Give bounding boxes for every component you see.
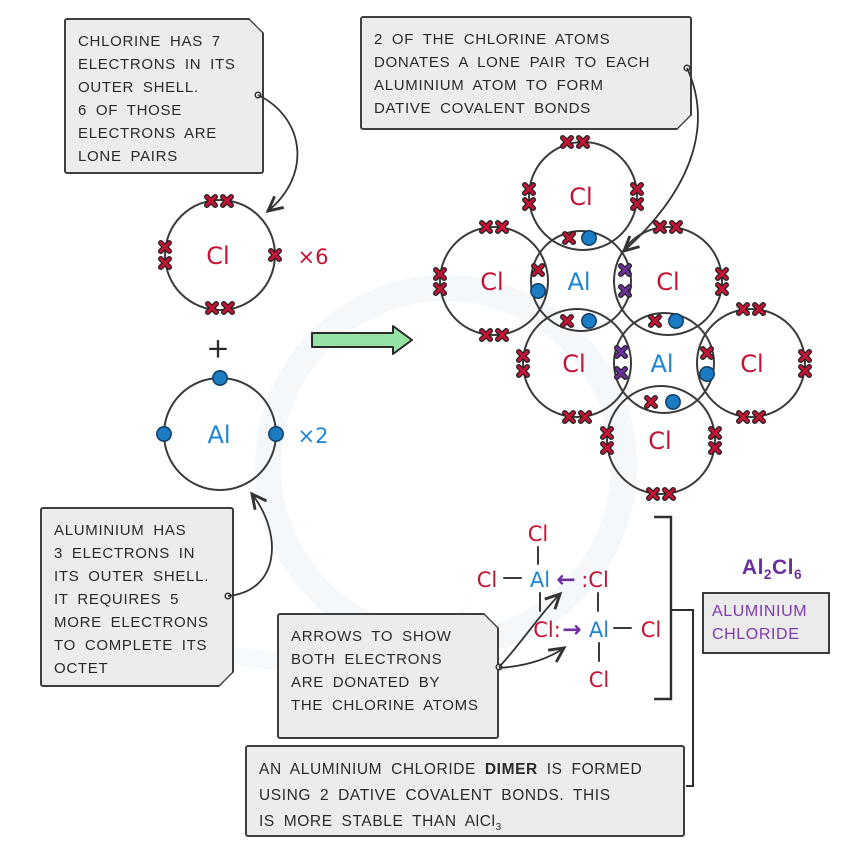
electron-x <box>711 429 719 437</box>
electron-x <box>525 200 533 208</box>
dative-electron-x <box>621 266 629 274</box>
callout-aluminium-text: ALUMINIUM HAS 3 ELECTRONS IN ITS OUTER S… <box>54 522 210 677</box>
electron-x <box>801 367 809 375</box>
electron-x <box>223 197 231 205</box>
electron-x <box>755 305 763 313</box>
plus-sign: + <box>206 332 229 365</box>
bond-electron-x <box>647 398 655 406</box>
electron-x <box>739 413 747 421</box>
electron-x <box>755 413 763 421</box>
bond-electron-x <box>534 266 542 274</box>
bond-electron-dot <box>581 230 597 246</box>
callout-arrows-info: ARROWS TO SHOW BOTH ELECTRONS ARE DONATE… <box>277 613 499 739</box>
dimer-text: IS MORE STABLE THAN <box>259 813 457 830</box>
electron-x <box>718 270 726 278</box>
product-name-line: CHLORIDE <box>712 626 800 643</box>
electron-x <box>224 304 232 312</box>
alcl3-formula: AlCl3 <box>464 813 502 834</box>
cluster-atom-label: Al <box>567 268 590 296</box>
dative-electron-x <box>617 348 625 356</box>
formula-atom: Cl <box>589 668 610 692</box>
bond-electron-x <box>651 317 659 325</box>
electron-x <box>672 223 680 231</box>
electron-x <box>161 243 169 251</box>
bond-electron-x <box>565 234 573 242</box>
reactant-chlorine-symbol: Cl <box>206 242 229 270</box>
callout-donation-text: 2 OF THE CHLORINE ATOMS DONATES A LONE P… <box>374 31 651 117</box>
callout-chlorine-text: CHLORINE HAS 7 ELECTRONS IN ITS OUTER SH… <box>78 33 236 165</box>
callout-donation-info: 2 OF THE CHLORINE ATOMS DONATES A LONE P… <box>360 16 692 130</box>
dimer-text: AN ALUMINIUM CHLORIDE <box>259 761 476 778</box>
bond-electron-dot <box>581 313 597 329</box>
cluster-atom-label: Al <box>650 350 673 378</box>
cluster-atom-label: Cl <box>656 268 679 296</box>
electron-x <box>498 223 506 231</box>
bond-electron-dot <box>699 366 715 382</box>
electron-x <box>525 185 533 193</box>
electron-x <box>207 197 215 205</box>
chlorine-multiplier: ×6 <box>298 245 329 269</box>
callout-dimer-info: AN ALUMINIUM CHLORIDE DIMER IS FORMED US… <box>245 745 685 837</box>
electron-x <box>656 223 664 231</box>
electron-x <box>711 444 719 452</box>
formula-bracket <box>654 515 673 701</box>
aluminium-chloride-label: ALUMINIUM CHLORIDE <box>702 592 830 654</box>
callout-arrows-text: ARROWS TO SHOW BOTH ELECTRONS ARE DONATE… <box>291 628 479 714</box>
cluster-atom-label: Cl <box>740 350 763 378</box>
cluster-atom-label: Cl <box>569 183 592 211</box>
dimer-line-2: USING 2 DATIVE COVALENT BONDS. THIS <box>259 787 611 804</box>
bond-electron-dot <box>665 394 681 410</box>
cluster-atom-label: Cl <box>648 427 671 455</box>
electron-x <box>208 304 216 312</box>
dimer-bold-word: DIMER <box>484 761 538 778</box>
electron-x <box>579 138 587 146</box>
bond-electron-dot <box>668 313 684 329</box>
electron-x <box>665 490 673 498</box>
dative-electron-x <box>617 369 625 377</box>
electron-dot <box>212 370 228 386</box>
dative-arrow-right: → <box>562 617 581 643</box>
dimer-text: IS FORMED <box>546 761 643 778</box>
reactant-chlorine-atom: Cl ×6 <box>161 197 329 312</box>
electron-x <box>739 305 747 313</box>
bond-electron-x <box>703 349 711 357</box>
electron-x <box>633 200 641 208</box>
al2cl6-formula: Al2Cl6 <box>741 556 803 583</box>
formula-atom: Cl <box>641 618 662 642</box>
electron-x <box>161 259 169 267</box>
arrows-callout-arrow-lower <box>498 646 567 669</box>
electron-x <box>649 490 657 498</box>
callout-aluminium-info: ALUMINIUM HAS 3 ELECTRONS IN ITS OUTER S… <box>40 507 234 687</box>
formula-atom: Al <box>589 618 609 642</box>
electron-x <box>563 138 571 146</box>
dative-electron-x <box>621 287 629 295</box>
electron-x <box>801 352 809 360</box>
dimer-line-1: AN ALUMINIUM CHLORIDE DIMER IS FORMED <box>259 757 671 783</box>
electron-x <box>633 185 641 193</box>
electron-x <box>482 223 490 231</box>
electron-x <box>718 285 726 293</box>
callout-chlorine-info: CHLORINE HAS 7 ELECTRONS IN ITS OUTER SH… <box>64 18 264 174</box>
dimer-line-3: IS MORE STABLE THAN AlCl3 <box>259 809 671 841</box>
product-name-line: ALUMINIUM <box>712 603 808 620</box>
electron-x <box>271 251 279 259</box>
